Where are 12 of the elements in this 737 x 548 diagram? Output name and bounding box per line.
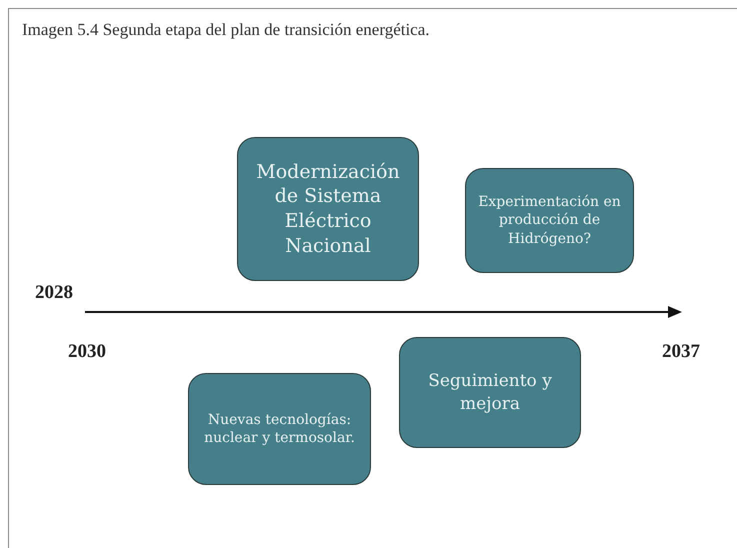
milestone-text: Experimentación en producción de Hidrógeno?: [477, 193, 622, 248]
milestone-text: Seguimiento y mejora: [427, 370, 553, 415]
year-label: 2028: [35, 282, 73, 304]
figure-title: Imagen 5.4 Segunda etapa del plan de transición energética.: [22, 20, 430, 40]
milestone-box: [399, 337, 581, 448]
milestone-text: Modernización de Sistema Eléctrico Nacional: [255, 160, 401, 258]
milestone-box: [465, 168, 634, 273]
milestone-box: [188, 373, 371, 485]
milestone-box: [237, 137, 419, 281]
milestone-text: Nuevas tecnologías: nuclear y termosolar.: [203, 410, 356, 448]
year-label: 2030: [68, 341, 106, 363]
year-label: 2037: [662, 341, 700, 363]
